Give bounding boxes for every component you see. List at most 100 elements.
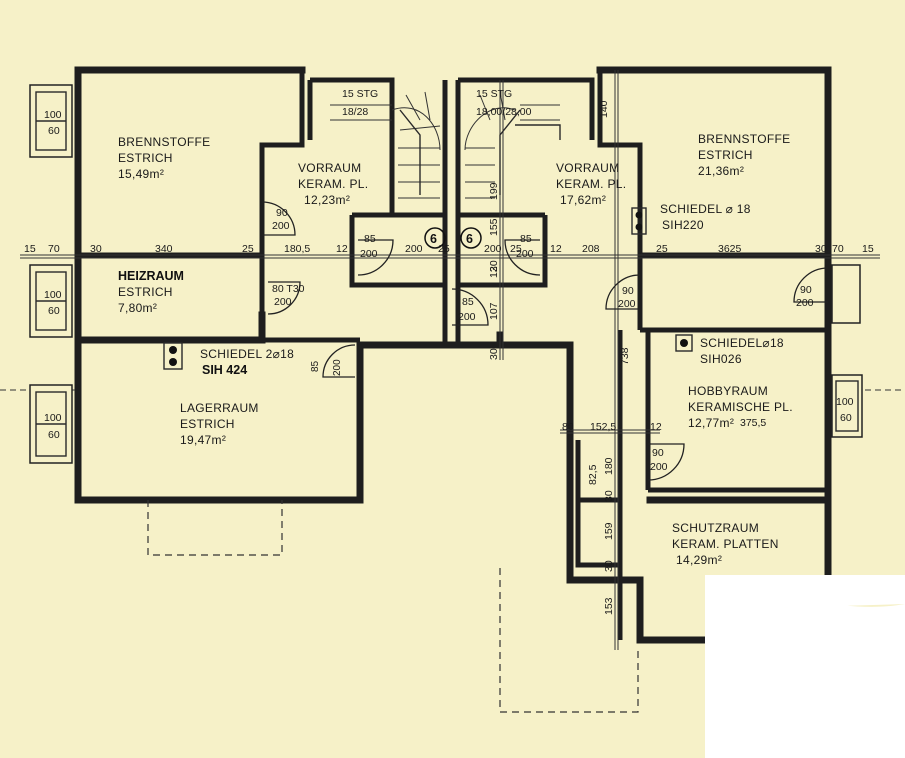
svg-text:HEIZRAUM: HEIZRAUM: [118, 269, 184, 283]
chimney-left-label: SCHIEDEL 2⌀18: [200, 347, 294, 361]
svg-text:ESTRICH: ESTRICH: [180, 417, 235, 431]
svg-text:3625: 3625: [718, 243, 742, 255]
svg-text:15: 15: [24, 243, 36, 255]
svg-text:80 T30: 80 T30: [272, 283, 305, 295]
room-brennstoffe-right: BRENNSTOFFE ESTRICH 21,36m²: [698, 132, 790, 178]
stair-right-steps: 15 STG: [476, 88, 512, 100]
room-schutzraum: SCHUTZRAUM KERAM. PLATTEN 14,29m²: [672, 521, 778, 567]
terrace-left: [147, 500, 283, 556]
svg-text:ESTRICH: ESTRICH: [118, 151, 173, 165]
chimney-right-top: SCHIEDEL ⌀ 18 SIH220: [631, 202, 751, 235]
svg-text:85: 85: [310, 360, 321, 372]
svg-text:90: 90: [276, 207, 288, 219]
stair-left-steps: 15 STG: [342, 88, 378, 100]
window-right-1: 100 60: [831, 374, 863, 438]
svg-text:70: 70: [48, 243, 60, 255]
svg-text:12: 12: [550, 243, 562, 255]
svg-text:30: 30: [90, 243, 102, 255]
door-stair-right: 85 200: [504, 233, 541, 276]
svg-text:30: 30: [603, 490, 615, 502]
svg-text:25: 25: [656, 243, 668, 255]
chimney-right-mid: SCHIEDEL⌀18 SIH026: [675, 334, 784, 366]
stair-right: 15 STG 18,00/28,00: [464, 88, 561, 199]
svg-text:30: 30: [488, 348, 500, 360]
svg-text:90: 90: [800, 284, 812, 296]
svg-text:ESTRICH: ESTRICH: [118, 285, 173, 299]
svg-text:BRENNSTOFFE: BRENNSTOFFE: [118, 135, 210, 149]
svg-text:200: 200: [272, 220, 290, 232]
svg-text:KERAM. PL.: KERAM. PL.: [556, 177, 626, 191]
svg-text:6: 6: [430, 232, 437, 246]
room-vorraum-right: VORRAUM KERAM. PL. 17,62m²: [556, 161, 626, 207]
door-heiz: 80 T30 200: [267, 281, 305, 315]
stair-left-rise: 18/28: [342, 106, 368, 118]
window-right-1-height: 60: [840, 412, 852, 424]
svg-text:180,5: 180,5: [284, 243, 310, 255]
svg-text:200: 200: [618, 298, 636, 310]
svg-text:85: 85: [520, 233, 532, 245]
svg-text:7,80m²: 7,80m²: [118, 301, 157, 315]
svg-text:70: 70: [832, 243, 844, 255]
svg-text:SCHUTZRAUM: SCHUTZRAUM: [672, 521, 759, 535]
svg-text:200: 200: [458, 311, 476, 323]
svg-text:340: 340: [155, 243, 173, 255]
window-left-2-width: 100: [44, 289, 62, 301]
svg-text:152,5: 152,5: [590, 421, 616, 433]
svg-text:12,23m²: 12,23m²: [304, 193, 350, 207]
dimension-labels: 15 70 30 340 25 180,5 12 200 25 200 25 1…: [24, 100, 874, 615]
window-left-1-height: 60: [48, 125, 60, 137]
door-lager: 85 200: [310, 344, 356, 378]
chimney-left-code: SIH 424: [202, 363, 247, 377]
svg-text:107: 107: [488, 302, 500, 320]
wall-landing-left: [349, 215, 445, 288]
outer-wall-left: [74, 66, 424, 504]
door-hobby: 90 200: [647, 443, 685, 481]
svg-text:375,5: 375,5: [740, 417, 766, 429]
svg-text:153: 153: [603, 597, 615, 615]
window-left-3-height: 60: [48, 429, 60, 441]
svg-text:90: 90: [622, 285, 634, 297]
svg-text:21,36m²: 21,36m²: [698, 164, 744, 178]
svg-text:85: 85: [462, 296, 474, 308]
svg-text:BRENNSTOFFE: BRENNSTOFFE: [698, 132, 790, 146]
window-right-small: [831, 264, 861, 324]
window-left-3-width: 100: [44, 412, 62, 424]
svg-text:90: 90: [652, 447, 664, 459]
room-heizraum: HEIZRAUM ESTRICH 7,80m²: [118, 269, 184, 315]
section-marker-right: 6: [460, 227, 482, 249]
svg-text:200: 200: [360, 248, 378, 260]
svg-text:6: 6: [466, 232, 473, 246]
svg-text:30: 30: [488, 260, 500, 272]
stair-left: 15 STG 18/28: [330, 88, 441, 199]
svg-text:30: 30: [603, 560, 615, 572]
svg-text:200: 200: [274, 296, 292, 308]
room-hobbyraum: HOBBYRAUM KERAMISCHE PL. 12,77m²: [688, 384, 793, 430]
room-vorraum-left: VORRAUM KERAM. PL. 12,23m²: [298, 161, 368, 207]
svg-text:80: 80: [562, 421, 574, 433]
chimney-left: SCHIEDEL 2⌀18 SIH 424: [163, 342, 294, 377]
svg-text:200: 200: [484, 243, 502, 255]
svg-text:19,47m²: 19,47m²: [180, 433, 226, 447]
svg-text:200: 200: [405, 243, 423, 255]
svg-text:12: 12: [488, 266, 500, 278]
chimney-right-mid-label: SCHIEDEL⌀18: [700, 336, 784, 350]
svg-text:25: 25: [510, 243, 522, 255]
svg-text:25: 25: [242, 243, 254, 255]
svg-text:200: 200: [796, 297, 814, 309]
chimney-right-top-label: SCHIEDEL ⌀ 18: [660, 202, 751, 216]
svg-text:159: 159: [603, 522, 615, 540]
svg-text:738: 738: [619, 347, 631, 365]
wall-vorraum-left: [259, 70, 305, 340]
wall-landing-right: [458, 215, 548, 288]
svg-text:200: 200: [516, 248, 534, 260]
paper-blot: [705, 575, 905, 758]
window-left-3: 100 60: [29, 384, 73, 464]
window-right-1-width: 100: [836, 396, 854, 408]
svg-text:30: 30: [815, 243, 827, 255]
chimney-right-top-code: SIH220: [662, 218, 704, 232]
svg-text:155: 155: [488, 218, 500, 236]
door-right-outer: 90 200: [793, 267, 829, 309]
svg-text:LAGERRAUM: LAGERRAUM: [180, 401, 259, 415]
wall-schutz-lobby: [575, 500, 620, 568]
